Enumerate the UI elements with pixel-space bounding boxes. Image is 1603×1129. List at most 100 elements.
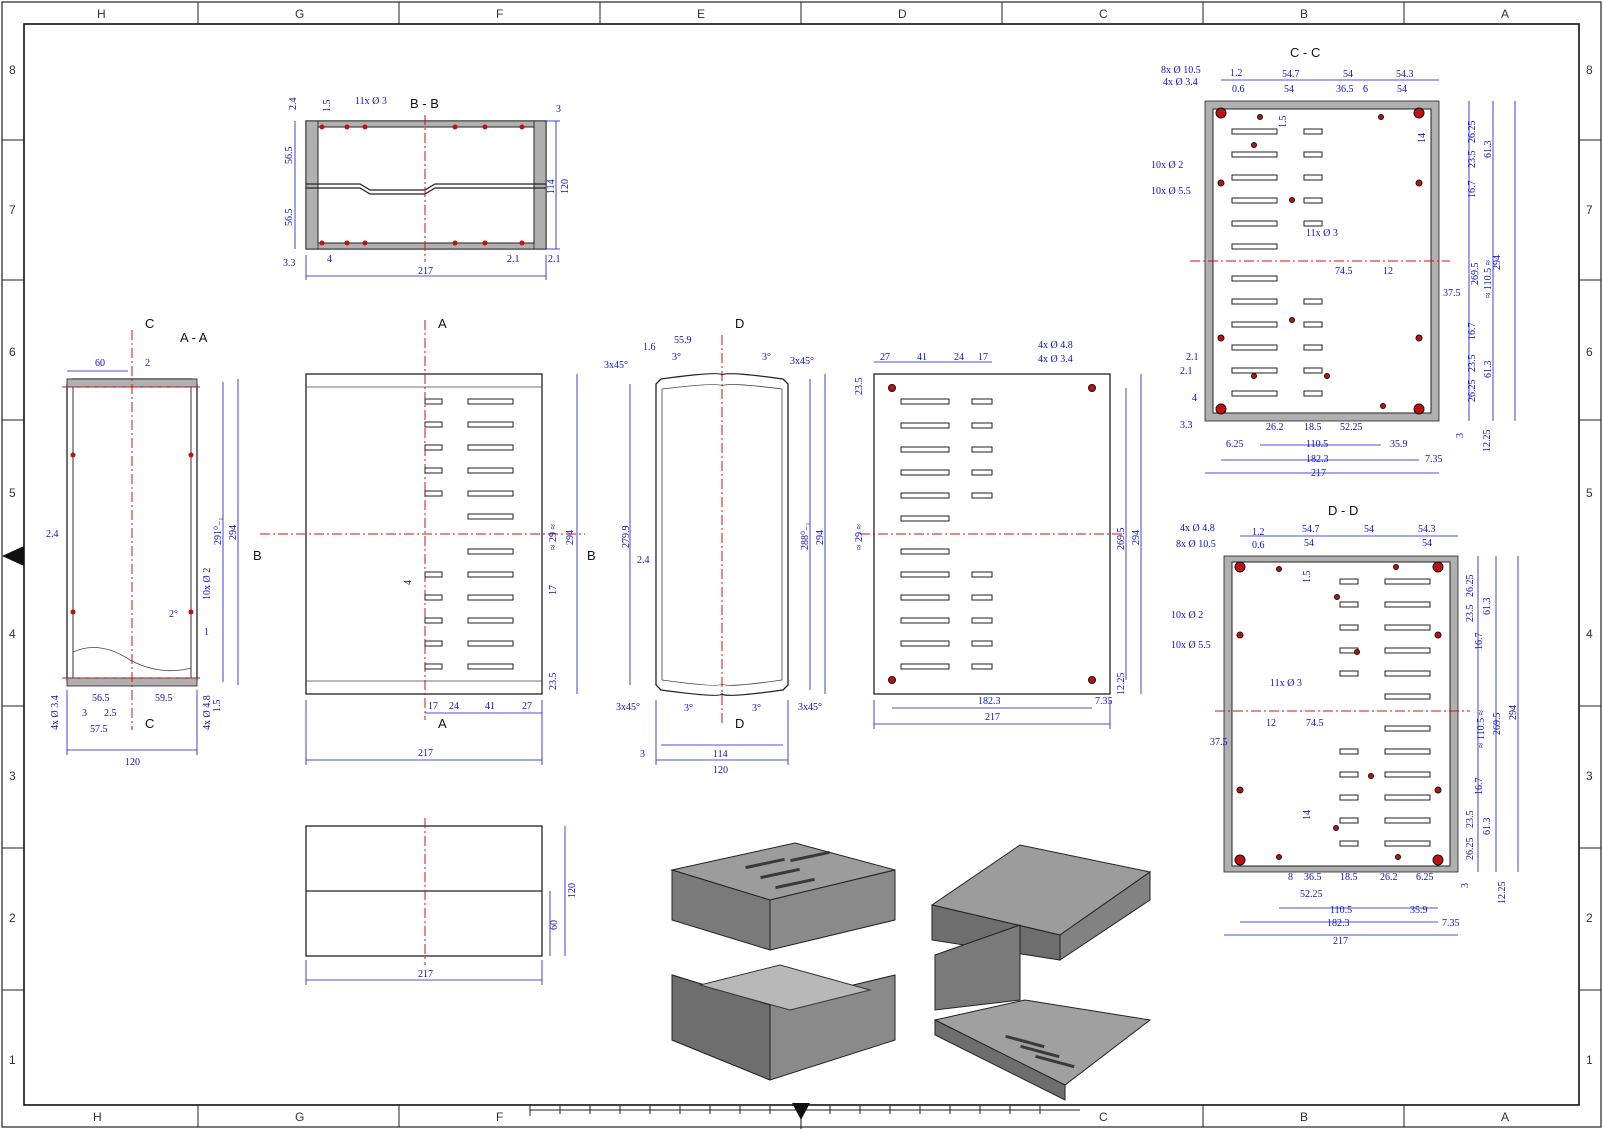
side-dim-2-4: 2.4 [637, 555, 650, 566]
zone-top-a: A [1501, 7, 1509, 21]
dd-holes-4-8: 4x Ø 4.8 [1180, 523, 1215, 534]
cc-holes-10-5: 8x Ø 10.5 [1161, 65, 1201, 76]
dd-dim-14: 14 [1302, 810, 1313, 820]
front-dim-41: 41 [485, 701, 495, 712]
aa-dim-2-4: 2.4 [46, 529, 59, 540]
aa-dim-2: 2 [145, 358, 150, 369]
zone-left-1: 1 [9, 1053, 16, 1067]
zone-right-8: 8 [1586, 63, 1593, 77]
bb-holes-label: 11x Ø 3 [355, 96, 387, 107]
cut-d-top: D [735, 316, 744, 331]
zone-bottom-a: A [1501, 1110, 1509, 1124]
side-dim-1-6: 1.6 [643, 342, 656, 353]
cc-dim-61-3b: 61.3 [1483, 361, 1494, 379]
bottom-elevation-view: 217 120 60 [305, 818, 578, 985]
aa-dim-59-5: 59.5 [155, 693, 173, 704]
side-chamfer-top-left: 3x45° [604, 360, 628, 371]
cc-dim-74-5: 74.5 [1335, 266, 1353, 277]
front-slots [424, 398, 514, 670]
top-holes-4-8: 4x Ø 4.8 [1038, 340, 1073, 351]
zone-bottom-f: F [496, 1110, 503, 1124]
zone-bottom-c: C [1099, 1110, 1108, 1124]
side-angle-3c: 3° [684, 703, 693, 714]
cc-dim-18-5: 18.5 [1304, 422, 1322, 433]
cut-c-bottom: C [145, 716, 154, 731]
front-dim-17: 17 [548, 585, 559, 595]
zone-left-7: 7 [9, 203, 16, 217]
dd-dim-7-35: 7.35 [1442, 918, 1460, 929]
cc-dim-7-35: 7.35 [1425, 454, 1443, 465]
side-dim-114: 114 [713, 749, 728, 760]
bb-dim-2-4: 2.4 [288, 98, 299, 111]
aa-dim-57-5: 57.5 [90, 724, 108, 735]
bb-dim-56-5b: 56.5 [284, 209, 295, 227]
bb-dim-3-3: 3.3 [283, 258, 296, 269]
dd-dim-26-25b: 26.25 [1465, 838, 1476, 861]
zone-right-3: 3 [1586, 769, 1593, 783]
zone-left-3: 3 [9, 769, 16, 783]
dd-dim-182-3: 182.3 [1327, 918, 1350, 929]
top-dim-27: 27 [880, 352, 890, 363]
cc-holes-5-5: 10x Ø 5.5 [1151, 186, 1191, 197]
front-dim-23-5: 23.5 [548, 673, 559, 691]
top-dim-269-5: 269.5 [1116, 528, 1127, 551]
section-aa-title: A - A [180, 330, 208, 345]
bb-dim-2-1b: 2.1 [548, 254, 561, 265]
dd-holes-2: 10x Ø 2 [1171, 610, 1203, 621]
aa-angle-2: 2° [169, 609, 178, 620]
side-view: D D 3x45° 3x45° 3x45° 3x45° 1.6 55.9 3° … [604, 316, 826, 776]
side-dim-55-9: 55.9 [674, 335, 692, 346]
dd-dim-54b: 54 [1304, 538, 1314, 549]
aa-holes-2: 10x Ø 2 [202, 568, 213, 600]
top-holes-3-4: 4x Ø 3.4 [1038, 354, 1073, 365]
cc-dim-37-5: 37.5 [1443, 288, 1461, 299]
bottom-dim-120: 120 [567, 883, 578, 898]
side-dim-288: 288⁰₋₁ [800, 522, 811, 550]
dd-dim-269-5: 269.5 [1492, 713, 1503, 736]
cc-dim-110-5: 110.5 [1306, 439, 1328, 450]
cc-dim-6-25: 6.25 [1226, 439, 1244, 450]
zone-left-4: 4 [9, 627, 16, 641]
front-dim-4: 4 [403, 580, 414, 585]
cc-dim-54a: 54 [1343, 69, 1353, 80]
cc-dim-12-25: 12.25 [1482, 430, 1493, 453]
aa-holes-3-4: 4x Ø 3.4 [50, 695, 61, 730]
zone-top-h: H [97, 7, 106, 21]
side-angle-3d: 3° [752, 703, 761, 714]
top-dim-41: 41 [917, 352, 927, 363]
dd-dim-52-25: 52.25 [1300, 889, 1323, 900]
bb-dim-120: 120 [560, 179, 571, 194]
section-cc-title: C - C [1290, 45, 1320, 60]
aa-dim-291: 291⁰₋₁ [213, 517, 224, 545]
cc-dim-2-1b: 2.1 [1180, 366, 1193, 377]
cc-dim-26-2: 26.2 [1266, 422, 1284, 433]
bb-dim-1-5: 1.5 [322, 100, 333, 113]
aa-dim-56-5: 56.5 [92, 693, 110, 704]
side-chamfer-top-right: 3x45° [790, 356, 814, 367]
bb-dim-3: 3 [556, 104, 561, 115]
dd-dim-18-5: 18.5 [1340, 872, 1358, 883]
section-bb-title: B - B [410, 96, 439, 111]
dd-holes-10-5: 8x Ø 10.5 [1176, 539, 1216, 550]
front-dim-294: 294 [565, 530, 576, 545]
cc-dim-23-5b: 23.5 [1467, 355, 1478, 373]
zone-left-2: 2 [9, 911, 16, 925]
aa-dim-3: 3 [82, 708, 87, 719]
side-chamfer-bottom-left: 3x45° [616, 702, 640, 713]
cc-dim-294: 294 [1492, 255, 1503, 270]
dd-dim-12: 12 [1266, 718, 1276, 729]
cc-dim-12: 12 [1383, 266, 1393, 277]
side-angle-3b: 3° [762, 352, 771, 363]
cc-dim-54b: 54 [1284, 84, 1294, 95]
cut-b-right: B [587, 548, 596, 563]
cc-holes-3: 11x Ø 3 [1306, 228, 1338, 239]
section-aa-view: A - A C C 60 2 2.4 120 56.5 3 2.5 59.5 5… [46, 316, 239, 768]
side-dim-294: 294 [815, 530, 826, 545]
dd-dim-16-7b: 16.7 [1474, 778, 1485, 796]
cc-dim-36-5: 36.5 [1336, 84, 1354, 95]
dd-dim-54a: 54 [1364, 524, 1374, 535]
top-slots [900, 398, 993, 670]
section-dd-title: D - D [1328, 503, 1358, 518]
cc-dim-110-5-approx: ≈ 110.5 ≈ [1483, 259, 1494, 298]
cc-dim-2-1a: 2.1 [1186, 352, 1199, 363]
